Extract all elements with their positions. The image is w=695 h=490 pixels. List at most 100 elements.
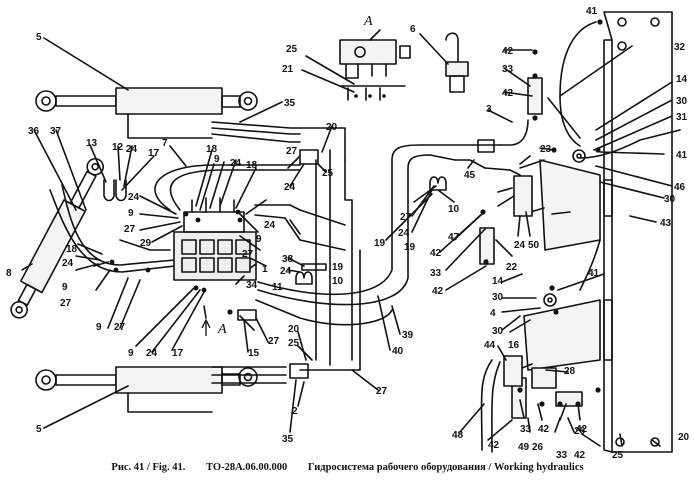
callout-17-bottom: 17 — [172, 348, 184, 359]
callout-15: 15 — [248, 348, 260, 359]
callout-19-b: 19 — [374, 238, 386, 249]
callout-28: 28 — [564, 366, 576, 377]
right-frame-panel — [603, 11, 673, 453]
callout-9-left: 9 — [62, 282, 68, 293]
callout-19-a: 19 — [332, 262, 344, 273]
callout-32: 32 — [674, 42, 686, 53]
callout-33-a: 33 — [502, 64, 514, 75]
document-code: ТО-28А.06.00.000 — [206, 462, 288, 473]
callout-48: 48 — [452, 430, 464, 441]
callout-42-e: 42 — [488, 440, 500, 451]
callout-27-a: 27 — [286, 146, 298, 157]
callout-16: 16 — [508, 340, 520, 351]
callout-21: 21 — [282, 64, 294, 75]
callout-7: 7 — [162, 138, 168, 149]
callout-24-l1: 24 — [128, 192, 140, 203]
callout-17-top: 17 — [148, 148, 160, 159]
callout-8: 8 — [6, 268, 12, 279]
callout-5-top: 5 — [36, 32, 42, 43]
callout-14-low: 14 — [492, 276, 504, 287]
callout-30-b: 30 — [664, 194, 676, 205]
callout-33-c: 33 — [430, 268, 442, 279]
callout-26-low: 26 — [532, 442, 544, 453]
callout-42-c: 42 — [430, 248, 442, 259]
callout-35-top: 35 — [284, 98, 296, 109]
callout-42-low-a: 42 — [538, 424, 550, 435]
callout-35-bottom: 35 — [282, 434, 294, 445]
callout-9-low: 9 — [96, 322, 102, 333]
figure-title: Гидросистема рабочего оборудования / Wor… — [307, 462, 584, 473]
callout-47: 47 — [448, 232, 460, 243]
callout-20-right: 20 — [678, 432, 690, 443]
figure-number: Рис. 41 / Fig. 41. — [111, 462, 186, 473]
callout-27-c: 27 — [376, 386, 388, 397]
callout-44: 44 — [484, 340, 496, 351]
callout-27-e: 27 — [400, 212, 412, 223]
callout-27-b: 27 — [268, 336, 280, 347]
callout-14-top: 14 — [676, 74, 688, 85]
callout-49: 49 — [518, 442, 530, 453]
callout-42-low-b: 42 — [576, 424, 588, 435]
callout-33-b: 33 — [556, 450, 568, 461]
callout-42-a: 42 — [502, 46, 514, 57]
callout-13: 13 — [86, 138, 98, 149]
callout-24-mid: 24 — [284, 182, 296, 193]
view-a-arrow — [201, 318, 211, 336]
callout-39: 39 — [402, 330, 414, 341]
callout-25-low: 25 — [288, 338, 300, 349]
fastener-dots — [109, 19, 603, 407]
upper-boom-cylinder — [35, 87, 258, 139]
callout-6: 6 — [410, 24, 416, 35]
callout-18-l: 18 — [206, 144, 218, 155]
callout-4: 4 — [490, 308, 496, 319]
callout-34: 34 — [246, 280, 258, 291]
callout-27-l1: 27 — [124, 224, 136, 235]
callout-25-mid: 25 — [322, 168, 334, 179]
callout-45: 45 — [464, 170, 476, 181]
callout-42-d: 42 — [432, 286, 444, 297]
callout-18-left: 18 — [66, 244, 78, 255]
callout-33-low: 33 — [520, 424, 532, 435]
callout-5-bottom: 5 — [36, 424, 42, 435]
callout-25-top: 25 — [286, 44, 298, 55]
callout-36: 36 — [28, 126, 40, 137]
callout-26: 26 — [574, 426, 586, 437]
callout-9-bottom: 9 — [128, 348, 134, 359]
callout-24-e: 24 — [398, 228, 410, 239]
side-cylinder — [10, 157, 104, 319]
callout-46: 46 — [674, 182, 686, 193]
callout-29: 29 — [140, 238, 152, 249]
callout-24-clamp: 24 — [280, 266, 292, 277]
callout-41-top: 41 — [586, 6, 598, 17]
callout-20-low: 20 — [288, 324, 300, 335]
callout-41-low: 41 — [588, 268, 600, 279]
callout-37: 37 — [50, 126, 62, 137]
hydraulic-distributor — [173, 197, 257, 281]
callout-42-f: 42 — [574, 450, 586, 461]
callout-24-d: 24 — [264, 220, 276, 231]
callout-30-c: 30 — [492, 292, 504, 303]
figure-caption: Рис. 41 / Fig. 41. ТО-28А.06.00.000 Гидр… — [0, 462, 695, 473]
callout-25-right: 25 — [612, 450, 624, 461]
callout-30-d: 30 — [492, 326, 504, 337]
callout-24-r: 24 — [230, 158, 242, 169]
view-a-marker: A — [217, 322, 227, 337]
callout-50: 50 — [528, 240, 540, 251]
callout-10-b: 10 — [448, 204, 460, 215]
callout-9-d: 9 — [256, 234, 262, 245]
view-a-title: A — [363, 14, 373, 29]
callout-38: 38 — [282, 254, 294, 265]
callout-1: 1 — [262, 264, 268, 275]
callout-11: 11 — [272, 282, 283, 293]
callout-18-r: 18 — [246, 160, 258, 171]
callout-labels: A A 5 5 25 21 6 35 20 27 25 24 38 24 19 … — [6, 6, 690, 461]
control-joystick — [445, 32, 469, 93]
callout-41-mid: 41 — [676, 150, 688, 161]
callout-2: 2 — [292, 406, 298, 417]
callout-10-a: 10 — [332, 276, 344, 287]
callout-40: 40 — [392, 346, 404, 357]
callout-9-l1: 9 — [128, 208, 134, 219]
callout-23: 23 — [540, 144, 552, 155]
lower-boom-cylinder — [35, 366, 258, 413]
